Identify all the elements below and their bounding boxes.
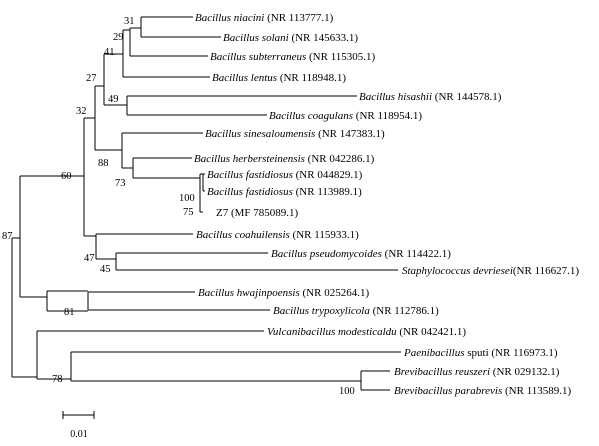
leaf-label: Bacillus sinesaloumensis (NR 147383.1) [205, 128, 385, 140]
leaf-label: Bacillus coagulans (NR 118954.1) [269, 110, 422, 122]
leaf-label: Brevibacillus parabrevis (NR 113589.1) [394, 385, 572, 397]
bootstrap-values: 31 29 41 27 49 32 88 73 100 75 60 87 47 … [2, 16, 355, 397]
leaf-label: Bacillus niacini (NR 113777.1) [195, 12, 334, 24]
bootstrap-value: 49 [108, 94, 119, 105]
leaf-label: Bacillus hwajinpoensis (NR 025264.1) [198, 287, 369, 299]
leaf-label: Bacillus coahuilensis (NR 115933.1) [196, 229, 359, 241]
leaf-label: Bacillus fastidiosus (NR 113989.1) [207, 186, 362, 198]
bootstrap-value: 27 [86, 73, 97, 84]
bootstrap-value: 73 [115, 178, 126, 189]
leaf-label: Bacillus trypoxylicola (NR 112786.1) [273, 305, 439, 317]
bootstrap-value: 45 [100, 264, 111, 275]
scale-bar: 0.01 [62, 411, 95, 440]
bootstrap-value: 47 [84, 253, 95, 264]
bootstrap-value: 32 [76, 106, 87, 117]
leaf-label: Brevibacillus reuszeri (NR 029132.1) [394, 366, 560, 378]
leaf-label: Bacillus herbersteinensis (NR 042286.1) [194, 153, 375, 165]
leaf-label: Staphylococcus devriesei(NR 116627.1) [402, 265, 579, 277]
bootstrap-value: 60 [61, 171, 72, 182]
bootstrap-value: 78 [52, 374, 63, 385]
bootstrap-value: 100 [339, 386, 355, 397]
bootstrap-value: 29 [113, 32, 124, 43]
leaf-label: Bacillus pseudomycoides (NR 114422.1) [271, 248, 451, 260]
leaf-label: Paenibacillus sputi (NR 116973.1) [403, 347, 558, 359]
leaf-labels: Bacillus niacini (NR 113777.1) Bacillus … [194, 12, 579, 397]
scale-bar-label: 0.01 [70, 429, 88, 440]
leaf-label: Z7 (MF 785089.1) [216, 207, 299, 219]
bootstrap-value: 75 [183, 207, 194, 218]
bootstrap-value: 87 [2, 231, 13, 242]
tree-branches [11, 16, 401, 391]
leaf-label: Bacillus subterraneus (NR 115305.1) [210, 51, 376, 63]
leaf-label: Bacillus hisashii (NR 144578.1) [359, 91, 502, 103]
bootstrap-value: 81 [64, 307, 75, 318]
bootstrap-value: 100 [179, 193, 195, 204]
bootstrap-value: 41 [104, 47, 115, 58]
leaf-label: Bacillus fastidiosus (NR 044829.1) [207, 169, 363, 181]
bootstrap-value: 31 [124, 16, 135, 27]
leaf-label: Bacillus lentus (NR 118948.1) [212, 72, 346, 84]
leaf-label: Bacillus solani (NR 145633.1) [223, 32, 358, 44]
bootstrap-value: 88 [98, 158, 109, 169]
leaf-label: Vulcanibacillus modesticaldu (NR 042421.… [267, 326, 466, 338]
